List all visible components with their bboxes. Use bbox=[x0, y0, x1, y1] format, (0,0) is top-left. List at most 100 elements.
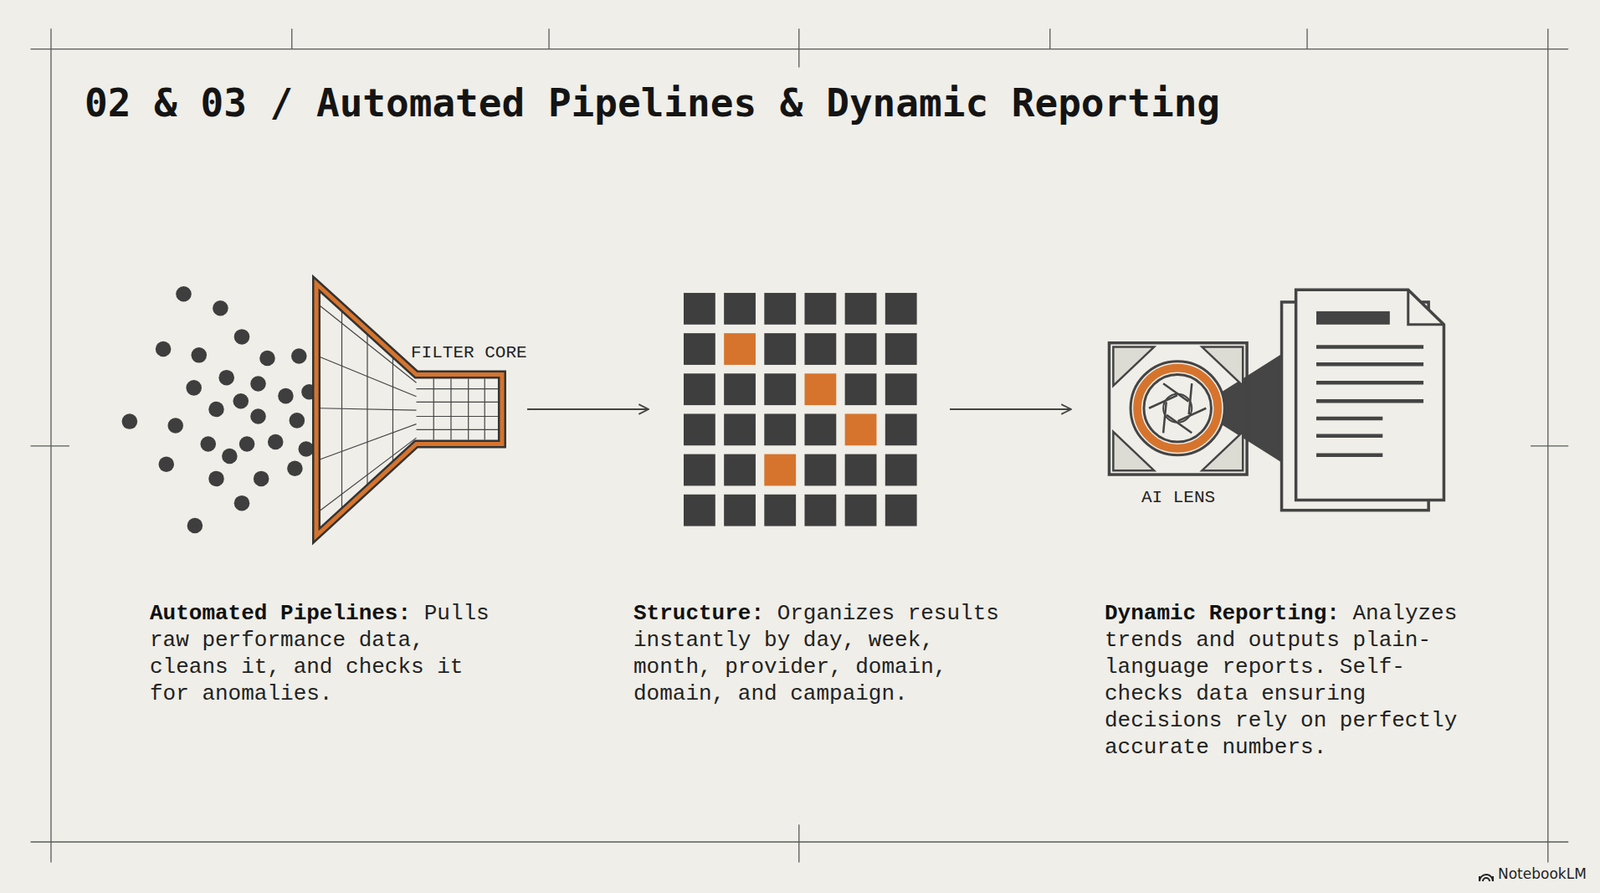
watermark-icon bbox=[1482, 877, 1490, 882]
report-document bbox=[1316, 344, 1424, 349]
flow-arrow bbox=[949, 408, 1072, 411]
filter-funnel bbox=[416, 401, 499, 403]
ai-lens bbox=[1108, 343, 1247, 475]
report-document bbox=[1195, 289, 1444, 510]
data-dot bbox=[187, 517, 204, 534]
report-document bbox=[1316, 433, 1383, 438]
report-document bbox=[1316, 416, 1383, 421]
filter-funnel bbox=[416, 415, 499, 417]
result-grid bbox=[683, 454, 716, 487]
result-grid bbox=[885, 373, 918, 406]
process-stage: Automated Pipelines: Pulls raw performan… bbox=[117, 276, 528, 544]
report-document bbox=[1296, 289, 1445, 500]
result-grid bbox=[845, 413, 877, 446]
stage-caption: Automated Pipelines: Pulls raw performan… bbox=[149, 600, 503, 708]
report-document bbox=[1316, 362, 1424, 367]
caption-heading: Structure: bbox=[633, 600, 765, 626]
filter-funnel bbox=[433, 378, 435, 440]
result-grid bbox=[764, 413, 796, 446]
report-document bbox=[1408, 289, 1445, 324]
result-grid bbox=[683, 292, 918, 527]
result-grid bbox=[845, 494, 877, 527]
data-dot bbox=[218, 369, 235, 386]
filter-funnel bbox=[316, 283, 503, 536]
data-dot bbox=[267, 434, 284, 451]
data-dot bbox=[233, 393, 250, 410]
frame-line bbox=[798, 824, 800, 862]
frame-line bbox=[30, 445, 70, 447]
illustration-label: FILTER CORE bbox=[410, 343, 528, 364]
result-grid bbox=[683, 373, 716, 406]
filter-funnel bbox=[320, 306, 417, 383]
frame-line bbox=[1049, 28, 1051, 49]
result-grid bbox=[804, 292, 836, 325]
report-document bbox=[1316, 311, 1390, 325]
result-grid bbox=[683, 333, 716, 365]
result-grid bbox=[723, 333, 756, 365]
data-dot bbox=[239, 435, 256, 452]
filter-funnel bbox=[450, 378, 452, 440]
filter-funnel bbox=[320, 408, 417, 411]
data-dot bbox=[212, 300, 229, 317]
data-dot bbox=[277, 388, 294, 405]
result-grid bbox=[764, 454, 796, 487]
result-grid bbox=[723, 454, 756, 487]
data-dot bbox=[122, 413, 139, 430]
process-stage: Dynamic Reporting: Analyzes trends and o… bbox=[1071, 276, 1452, 544]
ai-lens bbox=[1143, 374, 1211, 442]
data-dot bbox=[289, 412, 306, 429]
watermark-icon bbox=[1479, 874, 1493, 882]
data-dot bbox=[167, 417, 184, 434]
data-dot bbox=[200, 435, 216, 452]
data-dot bbox=[259, 350, 276, 367]
frame-line bbox=[1530, 445, 1569, 447]
data-dot bbox=[185, 379, 202, 396]
report-document bbox=[1316, 380, 1424, 385]
frame-line bbox=[548, 28, 549, 49]
watermark-icon bbox=[1479, 874, 1493, 882]
ai-lens bbox=[1130, 361, 1225, 456]
result-grid bbox=[723, 292, 756, 325]
filter-funnel bbox=[467, 378, 469, 440]
filter-funnel bbox=[416, 388, 499, 390]
ai-lens bbox=[1163, 394, 1192, 423]
report-document bbox=[1316, 399, 1424, 404]
data-dot bbox=[234, 495, 251, 512]
result-grid bbox=[723, 413, 756, 446]
data-dot bbox=[253, 471, 270, 488]
filter-funnel bbox=[416, 429, 499, 431]
result-grid bbox=[683, 292, 716, 325]
data-dot bbox=[234, 328, 251, 345]
frame-line bbox=[30, 28, 1570, 862]
result-grid bbox=[804, 413, 836, 446]
result-grid bbox=[845, 292, 877, 325]
result-grid bbox=[723, 373, 756, 406]
illustration-label: AI LENS bbox=[1141, 487, 1216, 508]
data-dot bbox=[287, 460, 303, 477]
report-document bbox=[1316, 453, 1383, 458]
caption-heading: Automated Pipelines: bbox=[149, 600, 411, 626]
result-grid bbox=[885, 333, 918, 365]
watermark-icon bbox=[1479, 876, 1493, 882]
result-grid bbox=[885, 413, 918, 446]
result-grid bbox=[764, 333, 796, 365]
result-grid bbox=[764, 292, 796, 325]
result-grid bbox=[885, 494, 918, 527]
stage-caption: Structure: Organizes results instantly b… bbox=[633, 600, 1012, 708]
filter-funnel bbox=[320, 306, 498, 511]
result-grid bbox=[683, 494, 716, 527]
result-grid bbox=[804, 454, 836, 487]
result-grid bbox=[845, 454, 877, 487]
data-dot bbox=[208, 401, 225, 418]
data-dot bbox=[291, 348, 308, 365]
result-grid bbox=[804, 494, 836, 527]
filter-funnel bbox=[316, 283, 503, 536]
data-dot bbox=[298, 441, 315, 457]
flow-arrow bbox=[527, 408, 649, 411]
data-dot bbox=[155, 341, 172, 358]
caption-heading: Dynamic Reporting: bbox=[1104, 600, 1340, 626]
result-grid bbox=[683, 413, 716, 446]
ai-lens bbox=[1137, 368, 1218, 449]
